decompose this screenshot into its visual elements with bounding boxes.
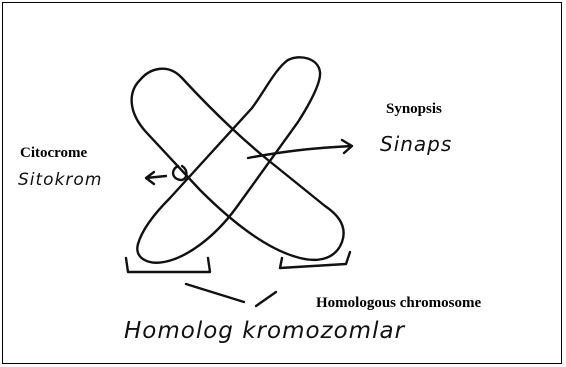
bracket-connector-right [256,292,276,306]
synopsis-arrow [248,140,352,158]
citocrome-label-en: Citocrome [20,146,87,161]
homologous-label-en: Homologous chromosome [316,296,481,311]
homologous-label-tr: Homolog kromozomlar [124,320,405,343]
citocrome-arrow [146,172,166,184]
synopsis-label-tr: Sinaps [380,134,452,154]
citocrome-label-tr: Sitokrom [18,172,102,189]
chromosome-arm-right-to-left [137,57,320,262]
synopsis-label-en: Synopsis [386,102,442,117]
bracket-connector-left [186,284,244,302]
